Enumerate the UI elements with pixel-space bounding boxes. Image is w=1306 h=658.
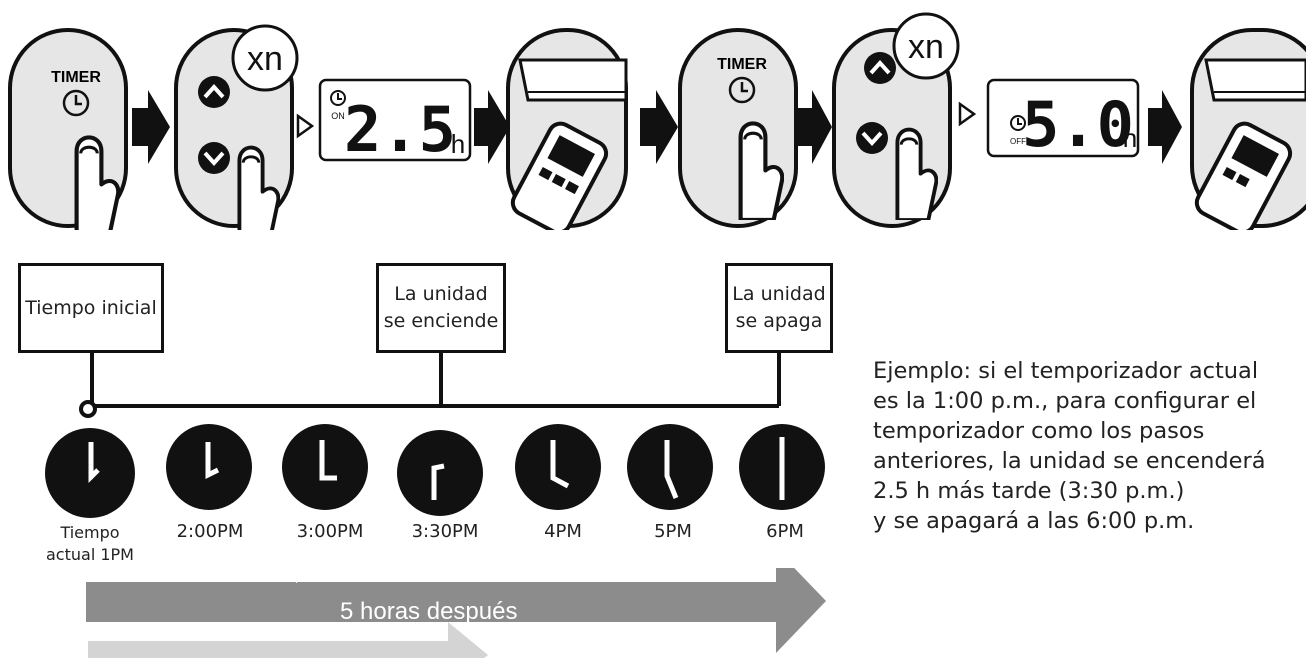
timeline-lines	[45, 343, 825, 658]
clock-4pm-icon	[515, 424, 601, 510]
example-note: Ejemplo: si el temporizador actual es la…	[873, 356, 1306, 536]
ac-unit-icon	[1204, 58, 1306, 102]
display-mode-2: OFF	[1010, 137, 1026, 146]
lcd-display-2	[986, 78, 1140, 158]
start-time-label: Tiempo inicial	[25, 296, 157, 319]
next-arrow-icon	[1148, 90, 1182, 164]
start-time-box: Tiempo inicial	[18, 263, 164, 353]
adjust-step-2	[832, 12, 960, 228]
note-line: anteriores, la unidad se encenderá	[873, 448, 1266, 474]
clock-caption: 5PM	[654, 521, 692, 542]
unit-on-box: La unidad se enciende	[376, 263, 506, 353]
next-arrow-icon	[132, 90, 170, 164]
duration-long-arrow-svg	[86, 568, 826, 653]
duration-long-label: 5 horas después	[340, 598, 518, 625]
duration-short-label: 2.5 horas después	[158, 560, 342, 584]
clock-6pm-icon	[739, 424, 825, 510]
unit-on-label-line2: se enciende	[383, 310, 499, 332]
up-button-icon	[864, 52, 896, 84]
clock-caption: 2:00PM	[176, 521, 244, 542]
display-unit-2: h	[1123, 123, 1137, 153]
repeat-badge-1: xn	[247, 40, 283, 78]
triangle-icon	[958, 101, 977, 127]
display-value-2: 5.0	[1022, 88, 1134, 161]
clock-3pm-icon	[282, 424, 368, 510]
clock-caption: Tiempo actual 1PM	[30, 522, 150, 566]
note-line: Ejemplo: si el temporizador actual	[873, 358, 1259, 384]
next-arrow-icon	[798, 90, 832, 164]
clock-caption: 4PM	[544, 521, 582, 542]
up-button-icon	[198, 76, 230, 108]
unit-on-label-line1: La unidad	[394, 283, 488, 305]
display-mode-1: ON	[331, 111, 345, 121]
clock-2pm-icon	[166, 424, 252, 510]
timer-press-step-1	[8, 28, 128, 230]
unit-off-label-line1: La unidad	[732, 283, 826, 305]
lcd-display-1	[318, 78, 472, 162]
timer-label-1: TIMER	[51, 69, 101, 86]
next-arrow-icon	[640, 90, 678, 164]
unit-off-box: La unidad se apaga	[725, 263, 833, 353]
triangle-icon	[296, 113, 315, 139]
ac-unit-icon	[518, 58, 628, 102]
note-line: 2.5 h más tarde (3:30 p.m.)	[873, 478, 1185, 504]
start-marker-icon	[79, 400, 97, 418]
note-line: y se apagará a las 6:00 p.m.	[873, 508, 1195, 534]
clock-caption: 3:00PM	[296, 521, 364, 542]
timer-label-2: TIMER	[717, 56, 767, 73]
clock-caption-line1: Tiempo	[60, 523, 120, 542]
clock-icon	[728, 76, 756, 104]
clock-icon	[62, 89, 90, 117]
clock-330pm-icon	[397, 430, 483, 516]
unit-off-label-line2: se apaga	[735, 310, 823, 332]
timer-press-step-2	[678, 28, 798, 228]
display-unit-1: h	[451, 129, 465, 159]
remote-icon	[1194, 121, 1293, 230]
clock-caption-line2: actual 1PM	[46, 545, 134, 564]
step-sequence: TIMER xn ON 2.5 h	[8, 12, 1306, 230]
remote-to-unit-step-2	[1190, 28, 1306, 230]
note-line: es la 1:00 p.m., para configurar el	[873, 388, 1257, 414]
repeat-badge-2: xn	[908, 28, 944, 66]
duration-short-arrow	[88, 622, 488, 658]
down-button-icon	[198, 142, 230, 174]
clock-caption: 3:30PM	[411, 521, 479, 542]
duration-long-arrow	[86, 568, 826, 653]
next-arrow-icon	[474, 90, 510, 164]
display-value-1: 2.5	[344, 93, 456, 166]
note-line: temporizador como los pasos	[873, 418, 1205, 444]
clock-5pm-icon	[627, 424, 713, 510]
clock-caption: 6PM	[766, 521, 804, 542]
remote-icon	[510, 121, 609, 230]
clock-1pm-icon	[45, 428, 135, 518]
adjust-step-1	[174, 24, 299, 230]
down-button-icon	[856, 122, 888, 154]
remote-to-unit-step-1	[506, 28, 628, 230]
